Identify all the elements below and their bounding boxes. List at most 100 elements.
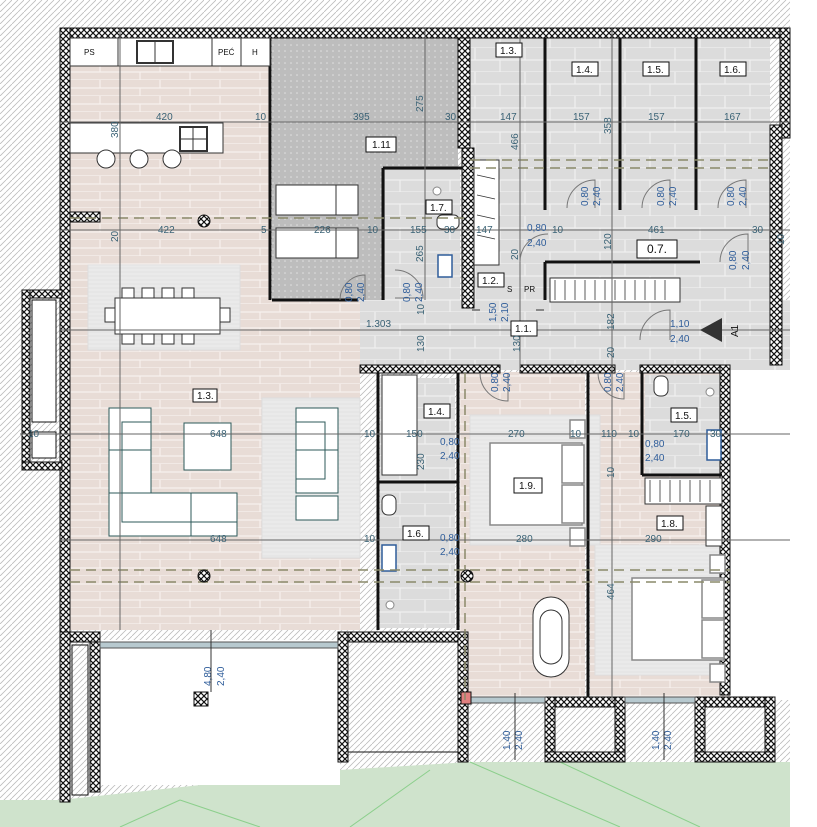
door-swings [339, 179, 749, 402]
svg-text:10: 10 [364, 534, 376, 545]
svg-text:1.4.: 1.4. [428, 407, 445, 418]
section-arrow-icon [700, 318, 722, 342]
svg-text:270: 270 [508, 429, 525, 440]
svg-text:466: 466 [510, 133, 521, 150]
svg-text:10: 10 [776, 233, 787, 245]
dimension-labels: 420 380 10 395 275 30 147 157 358 157 16… [28, 95, 787, 600]
sofa-small [295, 407, 339, 521]
h-label: H [252, 48, 258, 57]
garage-storage-racks [275, 184, 359, 259]
room-label-1-9: 1.9. [513, 477, 543, 494]
svg-text:110: 110 [601, 429, 617, 440]
ps-label: PS [84, 48, 95, 57]
sink-icon [437, 254, 453, 278]
room-label-1-2: 1.2. [477, 272, 505, 288]
svg-text:2,40: 2,40 [663, 730, 674, 750]
wardrobe-units [381, 159, 723, 547]
svg-text:280: 280 [516, 534, 533, 545]
svg-text:0,80: 0,80 [645, 439, 665, 450]
svg-text:182: 182 [606, 313, 617, 330]
door-1-5-bath: 0,80 2,40 [645, 439, 665, 464]
svg-text:1.6.: 1.6. [407, 529, 424, 540]
svg-text:10: 10 [628, 429, 640, 440]
svg-text:157: 157 [648, 112, 665, 123]
svg-text:2,40: 2,40 [668, 186, 679, 206]
svg-text:5: 5 [261, 225, 267, 236]
svg-text:120: 120 [603, 233, 614, 250]
svg-text:20: 20 [510, 248, 521, 260]
planter-middle [554, 706, 616, 753]
svg-text:0,80: 0,80 [440, 437, 460, 448]
planter-left [347, 641, 459, 753]
room-label-1-6-bath: 1.6. [402, 525, 430, 541]
column-markers [193, 214, 474, 707]
room-label-0-7: 0.7. [636, 239, 678, 259]
svg-text:0,80: 0,80 [603, 372, 614, 392]
partition-walls [268, 38, 722, 697]
svg-text:275: 275 [415, 95, 426, 112]
room-label-1-4-store: 1.4. [571, 61, 599, 77]
shower-icon [385, 600, 395, 610]
svg-text:1.4.: 1.4. [576, 65, 593, 76]
room-label-1-8: 1.8. [656, 515, 684, 531]
bathtub-icon [532, 596, 570, 678]
svg-text:10: 10 [552, 225, 564, 236]
room-label-1-7: 1.7. [425, 199, 453, 215]
svg-text:2,40: 2,40 [356, 282, 367, 302]
door-entrance: 1,102,40 [670, 319, 690, 345]
room-label-1-3-store: 1.3. [495, 42, 523, 58]
pec-label: PEĆ [218, 48, 235, 57]
svg-text:226: 226 [314, 225, 331, 236]
svg-text:0,80: 0,80 [726, 186, 737, 206]
room-labels: 1.3. 1.11 1.3. 1.4. 1.5. 1.6. 1.7. 0.7. … [192, 42, 747, 541]
svg-text:2,40: 2,40 [440, 451, 460, 462]
svg-text:1,40: 1,40 [651, 730, 662, 750]
svg-text:157: 157 [573, 112, 590, 123]
s-label: S [507, 285, 512, 294]
svg-text:30: 30 [752, 225, 764, 236]
side-window-niche [31, 299, 57, 423]
svg-text:1.3.: 1.3. [500, 46, 517, 57]
red-marker [460, 691, 472, 705]
svg-text:0,80: 0,80 [344, 282, 355, 302]
section-marker-label: A1 [730, 324, 741, 337]
svg-text:1.1.: 1.1. [515, 324, 532, 335]
room-label-1-11: 1.11 [365, 136, 397, 153]
svg-text:290: 290 [645, 534, 662, 545]
svg-text:2,40: 2,40 [592, 186, 603, 206]
svg-text:1.7.: 1.7. [430, 203, 447, 214]
svg-text:2,40: 2,40 [670, 334, 690, 345]
door-1-3-store: 0,802,40 [527, 223, 547, 249]
svg-text:1.5.: 1.5. [647, 65, 664, 76]
svg-text:147: 147 [500, 112, 517, 123]
svg-text:10: 10 [364, 429, 376, 440]
svg-text:2,40: 2,40 [514, 730, 525, 750]
bed-1-8 [631, 554, 726, 683]
svg-text:461: 461 [648, 225, 665, 236]
toilet-icon [381, 494, 397, 516]
svg-text:4,80: 4,80 [203, 666, 214, 686]
svg-text:10: 10 [255, 112, 267, 123]
svg-text:2,40: 2,40 [645, 453, 665, 464]
dining-table [104, 287, 231, 345]
svg-text:0,80: 0,80 [728, 250, 739, 270]
svg-text:464: 464 [606, 583, 617, 600]
svg-text:2,40: 2,40 [615, 372, 626, 392]
svg-text:1.11: 1.11 [372, 140, 391, 151]
shower-icon [432, 186, 442, 196]
svg-text:1.8.: 1.8. [661, 519, 678, 530]
sink-icon [706, 429, 722, 461]
svg-text:170: 170 [673, 429, 690, 440]
svg-text:2,40: 2,40 [527, 238, 547, 249]
svg-text:1.6.: 1.6. [724, 65, 741, 76]
svg-text:10: 10 [416, 303, 427, 315]
svg-text:1.303: 1.303 [366, 319, 391, 330]
room-label-1-5-bath: 1.5. [670, 407, 698, 423]
